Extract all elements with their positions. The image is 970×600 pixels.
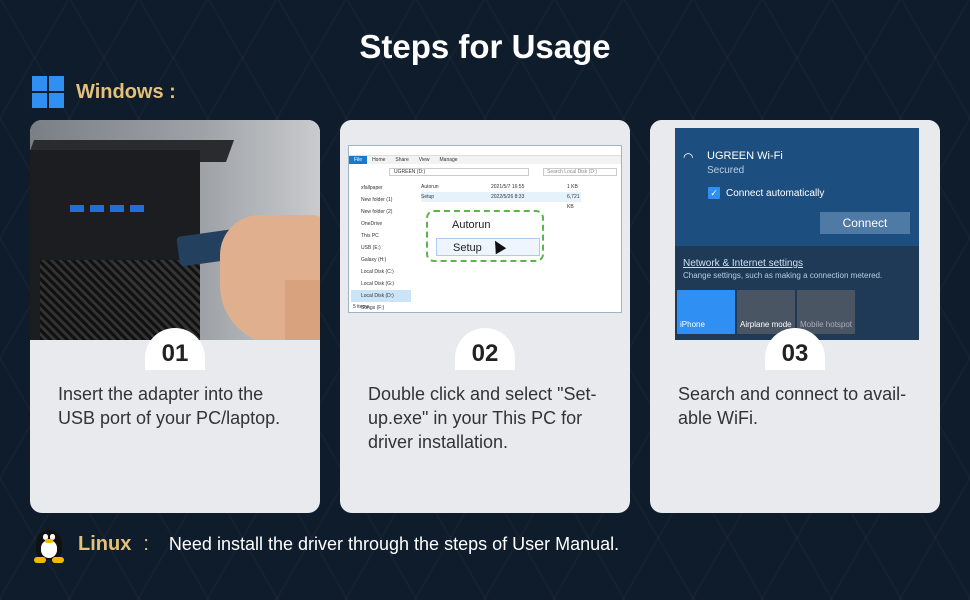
wifi-status: Secured	[707, 165, 745, 176]
file-row[interactable]: Autorun 2021/5/7 16:55 1 KB	[421, 184, 578, 190]
connect-auto-label: Connect automatically	[726, 188, 825, 199]
connect-auto-checkbox[interactable]: ✓	[708, 187, 720, 199]
sidebar-item[interactable]: This PC	[361, 233, 379, 239]
file-row[interactable]: Setup 2022/5/26 8:33 6,721 KB	[421, 192, 581, 210]
linux-label: Linux	[78, 532, 132, 555]
tab-view[interactable]: View	[418, 157, 430, 163]
setup-file[interactable]: Setup	[436, 238, 540, 256]
page-title: Steps for Usage	[359, 28, 611, 65]
tab-manage[interactable]: Manage	[439, 157, 458, 163]
step-2-image: File Home Share View Manage UGREEN (D:) …	[340, 120, 630, 340]
search-input[interactable]: Search Local Disk (D:)	[543, 168, 617, 176]
linux-tux-icon	[32, 524, 66, 564]
sidebar-item[interactable]: Songs (F:)	[361, 305, 385, 311]
windows-header: Windows :	[32, 76, 176, 108]
step-3-image: ◠ UGREEN Wi-Fi Secured ✓ Connect automat…	[650, 120, 940, 340]
sidebar-item[interactable]: New folder (1)	[361, 197, 393, 203]
sidebar-item[interactable]: OneDrive	[361, 221, 383, 227]
step-card-2: File Home Share View Manage UGREEN (D:) …	[340, 120, 630, 513]
tab-share[interactable]: Share	[395, 157, 409, 163]
sidebar-item[interactable]: USB (E:)	[361, 245, 381, 251]
wifi-flyout: ◠ UGREEN Wi-Fi Secured ✓ Connect automat…	[675, 128, 919, 340]
tile-mobile-hotspot[interactable]: Mobile hotspot	[797, 290, 855, 334]
tab-home[interactable]: Home	[372, 157, 386, 163]
sidebar-item[interactable]: Galaxy (H:)	[361, 257, 387, 263]
network-settings-subtext: Change settings, such as making a connec…	[683, 271, 883, 280]
tile-iphone[interactable]: iPhone	[677, 290, 735, 334]
windows-label: Windows :	[76, 80, 176, 103]
sidebar-item[interactable]: xfallpaper	[361, 185, 383, 191]
wifi-network-name: UGREEN Wi-Fi	[707, 150, 783, 162]
sidebar-item[interactable]: Local Disk (C:)	[361, 269, 394, 275]
windows-logo-icon	[32, 76, 64, 108]
tab-file[interactable]: File	[349, 156, 368, 164]
connect-button[interactable]: Connect	[820, 212, 910, 234]
step-number: 02	[455, 328, 515, 370]
wifi-icon: ◠	[683, 150, 694, 164]
step-card-1: 01 Insert the adapter into the USB port …	[30, 120, 320, 513]
sidebar-item[interactable]: New folder (2)	[361, 209, 393, 215]
step-1-image	[30, 120, 320, 340]
linux-description: Need install the driver through the step…	[168, 533, 620, 554]
linux-separator: :	[143, 532, 149, 555]
step-description: Insert the adapter into the USB port of …	[58, 384, 281, 428]
zoom-callout: Autorun Setup	[426, 210, 544, 262]
step-number: 03	[765, 328, 825, 370]
tile-airplane-mode[interactable]: Airplane mode	[737, 290, 795, 334]
step-description: Double click and select "Set-up.exe" in …	[368, 384, 597, 452]
network-settings-link[interactable]: Network & Internet settings	[683, 258, 804, 269]
navigation-pane: xfallpaper New folder (1) New folder (2)…	[351, 182, 411, 314]
step-number: 01	[145, 328, 205, 370]
step-description: Search and connect to avail- able WiFi.	[678, 384, 907, 428]
step-card-3: ◠ UGREEN Wi-Fi Secured ✓ Connect automat…	[650, 120, 940, 513]
address-bar[interactable]: UGREEN (D:)	[389, 168, 529, 176]
item-count: 5 items	[353, 304, 370, 310]
autorun-file[interactable]: Autorun	[452, 219, 491, 231]
sidebar-item[interactable]: Local Disk (D:)	[351, 290, 411, 302]
sidebar-item[interactable]: Local Disk (G:)	[361, 281, 395, 287]
linux-row: Linux : Need install the driver through …	[32, 524, 619, 564]
